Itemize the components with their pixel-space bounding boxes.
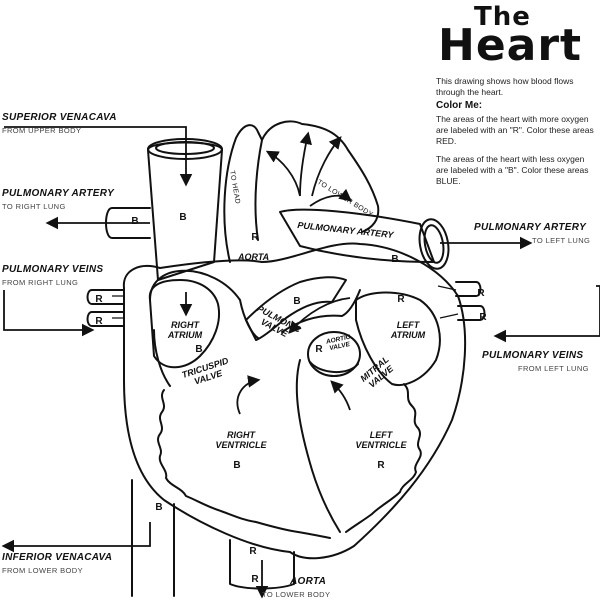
mark-blue-pa-left: B — [391, 254, 399, 265]
right-atrium-shape — [148, 279, 220, 369]
pulmonary-artery-left-sub: TO LEFT LUNG — [532, 236, 591, 245]
mark-red-aorta-bottom-2: R — [251, 574, 259, 585]
aortic-valve-shape — [307, 331, 361, 377]
pulmonary-artery-right-sub: TO RIGHT LUNG — [2, 202, 66, 211]
inferior-vena-cava-shape — [131, 479, 175, 597]
mark-red-left-atrium: R — [397, 294, 405, 305]
pulmonary-veins-left-label: PULMONARY VEINS — [482, 350, 584, 361]
inferior-vena-cava-label: INFERIOR VENACAVA — [2, 552, 113, 563]
inferior-vena-cava-sub: FROM LOWER BODY — [2, 566, 84, 575]
superior-vena-cava-sub: FROM UPPER BODY — [2, 126, 82, 135]
aorta-bottom-label: AORTA — [290, 576, 327, 587]
superior-vena-cava-label: SUPERIOR VENACAVA — [2, 112, 117, 123]
pulmonary-artery-right-label: PULMONARY ARTERY — [2, 188, 115, 199]
red-instructions: The areas of the heart with more oxygen … — [436, 114, 594, 146]
mark-blue-pa-right: B — [131, 216, 139, 227]
left-ventricle-label: LEFT VENTRICLE — [355, 430, 407, 450]
mark-red-aorta-bottom-1: R — [249, 546, 257, 557]
mark-red-pv-left-1: R — [477, 288, 485, 299]
pulmonary-veins-right-label: PULMONARY VEINS — [2, 264, 104, 275]
left-atrium-shape — [355, 291, 441, 386]
right-atrium-label: RIGHT ATRIUM — [167, 320, 203, 340]
intro-text: This drawing shows how blood flows throu… — [436, 76, 574, 97]
right-ventricle-label: RIGHT VENTRICLE — [215, 430, 267, 450]
aorta-label: AORTA — [238, 252, 270, 262]
mark-red-pv-right-1: R — [95, 294, 103, 305]
mark-red-left-ventricle: R — [377, 460, 385, 471]
pulmonary-artery-left-label: PULMONARY ARTERY — [474, 222, 587, 233]
blue-instructions: The areas of the heart with less oxygen … — [436, 154, 589, 186]
title-the: The — [474, 2, 531, 32]
mark-red-pv-right-2: R — [95, 316, 103, 327]
mark-red-aortic: R — [315, 344, 323, 355]
mark-red-pv-left-2: R — [479, 312, 487, 323]
mark-red-aorta: R — [251, 232, 259, 243]
pulmonary-veins-left-sub: FROM LEFT LUNG — [518, 364, 589, 373]
mark-blue-pulmonic: B — [293, 296, 301, 307]
aortic-arch-shape — [223, 120, 380, 263]
mark-blue-svc: B — [179, 212, 187, 223]
mark-blue-right-atrium: B — [195, 344, 203, 355]
pulmonary-veins-right-sub: FROM RIGHT LUNG — [2, 278, 79, 287]
aorta-bottom-sub: TO LOWER BODY — [262, 590, 331, 599]
heart-outline — [122, 242, 467, 560]
mark-blue-ivc: B — [155, 502, 163, 513]
left-atrium-label: LEFT ATRIUM — [390, 320, 426, 340]
mark-blue-right-ventricle: B — [233, 460, 241, 471]
color-me-heading: Color Me: — [436, 100, 483, 111]
title-heart: Heart — [438, 20, 583, 71]
